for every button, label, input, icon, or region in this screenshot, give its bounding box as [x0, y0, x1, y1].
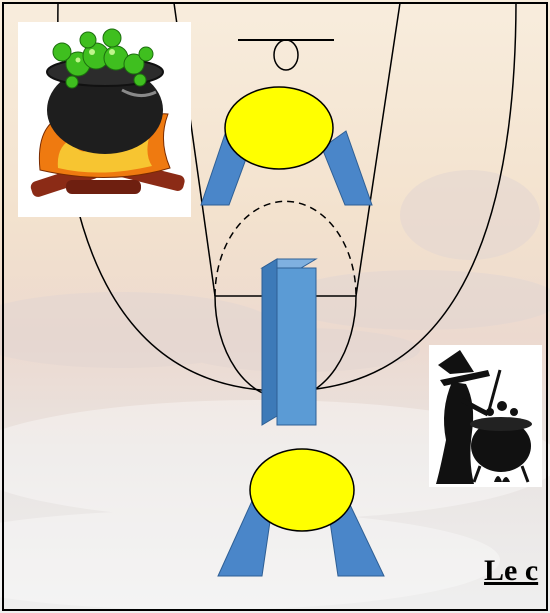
hoop [274, 40, 298, 70]
obstacle-front-face [277, 268, 316, 425]
obstacle-block [262, 259, 316, 425]
cauldron-fire-icon [18, 22, 191, 217]
obstacle-side-face [262, 259, 277, 425]
player-bottom-head [250, 449, 354, 531]
lane-line-right [356, 3, 400, 296]
caption-text: Le c [484, 556, 538, 586]
witch-cauldron-icon [429, 345, 542, 487]
player-bottom [218, 449, 384, 576]
player-top-head [225, 87, 333, 169]
player-top [201, 87, 372, 205]
